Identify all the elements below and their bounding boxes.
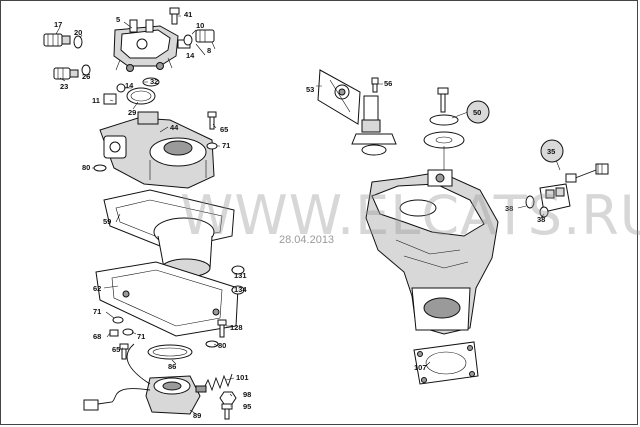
callout-50: 50 xyxy=(473,108,481,117)
callout-89: 89 xyxy=(193,411,201,420)
intake-sleeve xyxy=(153,217,215,278)
callout-labels: 17 20 5 41 10 8 14 23 26 32 11 14 29 44 … xyxy=(54,10,555,420)
washer-14b xyxy=(116,83,126,93)
throttle-housing-44 xyxy=(99,111,215,189)
callout-101: 101 xyxy=(236,373,249,382)
callout-41: 41 xyxy=(184,10,192,19)
callout-26: 26 xyxy=(82,72,90,81)
fitting-23 xyxy=(53,67,79,80)
callout-23: 23 xyxy=(60,82,68,91)
callout-5: 5 xyxy=(116,15,120,24)
callout-80-lower: 80 xyxy=(218,341,226,350)
screw-56 xyxy=(371,77,379,93)
callout-8: 8 xyxy=(207,46,211,55)
callout-95: 95 xyxy=(243,402,251,411)
screw-65b xyxy=(119,343,129,360)
gasket-29 xyxy=(126,87,156,105)
washer-71b xyxy=(112,316,124,324)
nut-98 xyxy=(219,391,237,405)
screw-68 xyxy=(109,329,119,337)
washer-38a xyxy=(525,195,535,209)
callout-107: 107 xyxy=(414,363,427,372)
sensor-cable xyxy=(83,343,151,411)
ring-20 xyxy=(73,35,83,49)
callout-71-upper: 71 xyxy=(222,141,230,150)
washer-80b xyxy=(205,340,219,348)
throttle-body-top-unit xyxy=(113,19,179,72)
screw-95 xyxy=(221,403,233,420)
washer-32 xyxy=(142,77,160,87)
fitting-17 xyxy=(43,33,71,47)
clamp-86 xyxy=(147,344,193,360)
callout-35: 35 xyxy=(547,147,555,156)
gasket-107 xyxy=(413,341,479,385)
leader-lines-left xyxy=(55,15,235,415)
washer-71c xyxy=(122,328,134,336)
callout-44: 44 xyxy=(170,123,179,132)
washer-71a xyxy=(206,142,218,150)
callout-38-left: 38 xyxy=(505,204,513,213)
callout-29: 29 xyxy=(128,108,136,117)
screw-65a xyxy=(207,111,217,130)
callout-38-right: 38 xyxy=(537,215,545,224)
callout-71-left: 71 xyxy=(93,307,101,316)
fitting-11 xyxy=(103,93,117,105)
callout-86: 86 xyxy=(168,362,176,371)
screw-50-assembly xyxy=(423,87,465,178)
sensor-housing-89 xyxy=(145,375,201,415)
callout-65-lower: 65 xyxy=(112,345,120,354)
spring-101 xyxy=(195,373,233,393)
base-plate-62 xyxy=(95,261,239,337)
callout-65-upper: 65 xyxy=(220,125,228,134)
callout-53: 53 xyxy=(306,85,314,94)
callout-32: 32 xyxy=(150,77,158,86)
callout-62: 62 xyxy=(93,284,101,293)
callout-80-upper: 80 xyxy=(82,163,90,172)
ring-26 xyxy=(81,64,91,76)
callout-circle-35 xyxy=(540,139,564,163)
callout-71-lower: 71 xyxy=(137,332,145,341)
washer-14a xyxy=(183,34,193,46)
callout-circle-50 xyxy=(466,100,490,124)
screw-128 xyxy=(217,319,227,338)
callout-98: 98 xyxy=(243,390,251,399)
callout-14-upper: 14 xyxy=(186,51,195,60)
callout-11: 11 xyxy=(92,96,100,105)
washer-80a xyxy=(93,164,107,172)
callout-134: 134 xyxy=(234,285,247,294)
screw-41 xyxy=(169,7,180,25)
callout-10: 10 xyxy=(196,21,204,30)
callout-68: 68 xyxy=(93,332,101,341)
watermark-date: 28.04.2013 xyxy=(279,234,335,246)
callout-56: 56 xyxy=(384,79,392,88)
watermark-text: WWW.ELCATS.RU xyxy=(180,184,640,247)
callout-131: 131 xyxy=(234,271,247,280)
connector-35-assembly xyxy=(539,163,609,213)
fitting-8 xyxy=(195,29,215,43)
valve-assembly xyxy=(351,95,397,156)
callout-14-lower: 14 xyxy=(125,81,134,90)
intake-manifold xyxy=(365,169,499,335)
washer-38b xyxy=(539,206,549,218)
callout-59: 59 xyxy=(103,217,111,226)
sensor-53 xyxy=(317,69,361,125)
callout-128: 128 xyxy=(230,323,243,332)
callout-17: 17 xyxy=(54,20,62,29)
callout-20: 20 xyxy=(74,28,82,37)
